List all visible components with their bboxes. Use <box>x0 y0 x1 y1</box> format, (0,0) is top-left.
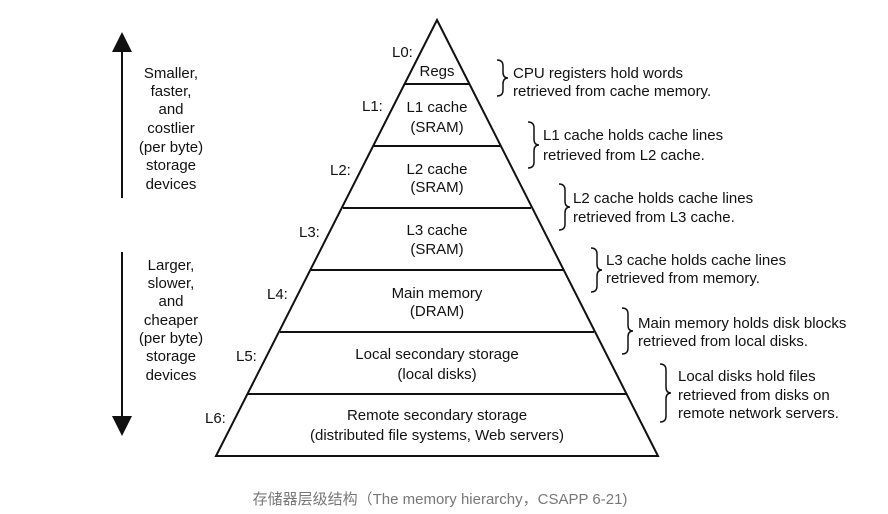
level-text-l5-line2: (local disks) <box>397 366 476 383</box>
note-l5-line3: remote network servers. <box>678 405 839 422</box>
level-text-l6-line1: Remote secondary storage <box>347 407 527 424</box>
level-text-l2-line1: L2 cache <box>407 161 468 178</box>
level-label-l5: L5: <box>236 348 257 365</box>
note-l2-line1: L2 cache holds cache lines <box>573 190 753 207</box>
side-bottom-line3: and <box>158 293 183 310</box>
pyramid-outline <box>214 17 660 457</box>
pyramid-dividers <box>248 83 626 395</box>
brace-l0 <box>496 59 509 97</box>
note-l1-line1: L1 cache holds cache lines <box>543 127 723 144</box>
side-top-line7: devices <box>146 176 197 193</box>
level-label-l4: L4: <box>267 286 288 303</box>
level-text-l0-line1: Regs <box>419 63 454 80</box>
note-braces <box>496 59 672 423</box>
level-text-l4-line2: (DRAM) <box>410 303 464 320</box>
note-l5-line1: Local disks hold files <box>678 368 816 385</box>
level-text-l1-line1: L1 cache <box>407 99 468 116</box>
note-l1-line2: retrieved from L2 cache. <box>543 147 705 164</box>
side-top-line5: (per byte) <box>139 139 203 156</box>
note-l4-line1: Main memory holds disk blocks <box>638 315 846 332</box>
figure-caption: 存储器层级结构（The memory hierarchy，CSAPP 6-21) <box>253 491 628 508</box>
level-text-l5-line1: Local secondary storage <box>355 346 518 363</box>
side-bottom-line5: (per byte) <box>139 330 203 347</box>
note-l0-line2: retrieved from cache memory. <box>513 83 711 100</box>
level-label-l3: L3: <box>299 224 320 241</box>
level-text-l1-line2: (SRAM) <box>410 119 463 136</box>
side-top-line1: Smaller, <box>144 65 198 82</box>
brace-l1 <box>527 121 540 169</box>
brace-l3 <box>590 247 603 293</box>
level-label-l0: L0: <box>392 44 413 61</box>
note-l3-line1: L3 cache holds cache lines <box>606 252 786 269</box>
level-label-l6: L6: <box>205 410 226 427</box>
side-bottom-line7: devices <box>146 367 197 384</box>
note-l2-line2: retrieved from L3 cache. <box>573 209 735 226</box>
note-l5-line2: retrieved from disks on <box>678 387 830 404</box>
side-bottom-line1: Larger, <box>148 257 195 274</box>
side-top-line4: costlier <box>147 120 195 137</box>
level-text-l3-line2: (SRAM) <box>410 241 463 258</box>
level-label-l2: L2: <box>330 162 351 179</box>
brace-l2 <box>558 183 571 231</box>
level-text-l6-line2: (distributed file systems, Web servers) <box>310 427 564 444</box>
note-l3-line2: retrieved from memory. <box>606 270 760 287</box>
side-top-line3: and <box>158 101 183 118</box>
side-bottom-line2: slower, <box>148 275 195 292</box>
level-text-l3-line1: L3 cache <box>407 222 468 239</box>
brace-l4 <box>621 307 634 355</box>
note-l0-line1: CPU registers hold words <box>513 65 683 82</box>
side-top-line2: faster, <box>151 83 192 100</box>
level-label-l1: L1: <box>362 98 383 115</box>
level-text-l2-line2: (SRAM) <box>410 179 463 196</box>
level-text-l4-line1: Main memory <box>392 285 483 302</box>
side-top-line6: storage <box>146 157 196 174</box>
brace-l5 <box>659 363 672 423</box>
side-bottom-line4: cheaper <box>144 312 198 329</box>
note-l4-line2: retrieved from local disks. <box>638 333 808 350</box>
side-bottom-line6: storage <box>146 348 196 365</box>
